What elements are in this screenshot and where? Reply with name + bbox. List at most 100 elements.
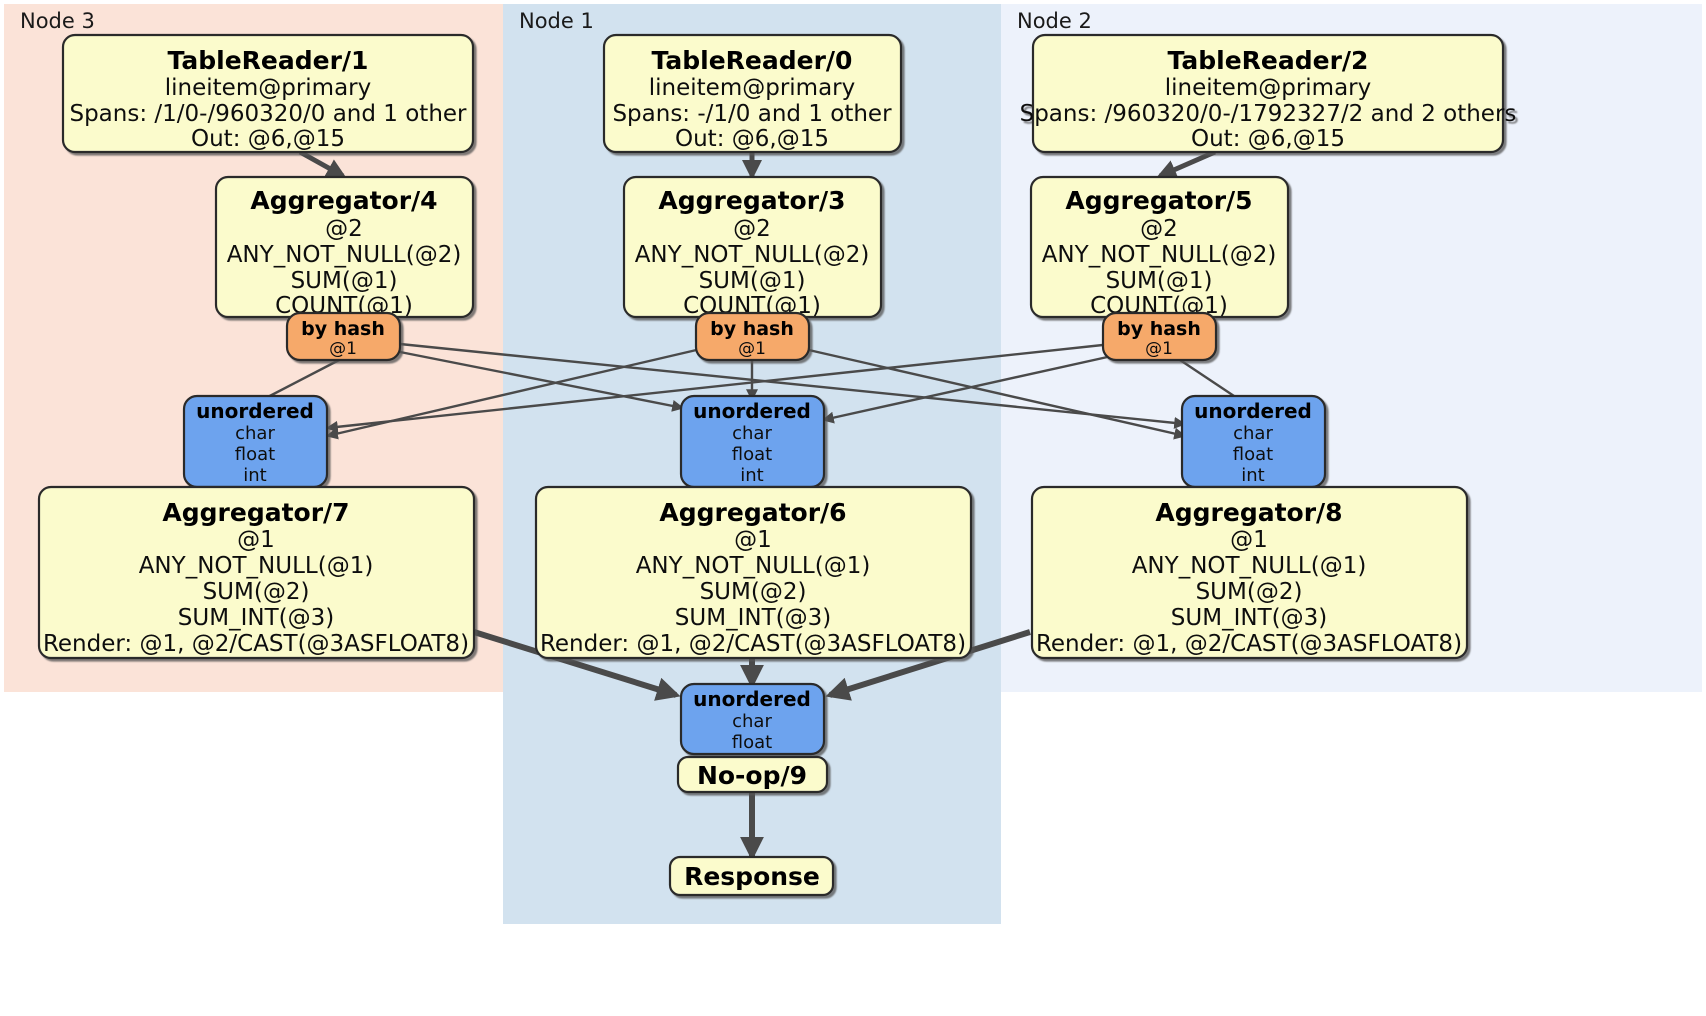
box-title: Aggregator/6 xyxy=(659,498,846,527)
sync-type: char xyxy=(732,423,772,444)
box-line: SUM(@1) xyxy=(1106,268,1213,294)
box-line: @2 xyxy=(733,216,771,242)
router-by-hash-center[interactable]: by hash @1 xyxy=(694,311,811,362)
box-line: lineitem@primary xyxy=(1165,75,1371,101)
sync-type: int xyxy=(1241,465,1264,486)
sync-unordered-center[interactable]: unordered char float int xyxy=(679,394,826,489)
router-by-hash-left[interactable]: by hash @1 xyxy=(285,311,402,362)
sync-type: int xyxy=(740,465,763,486)
box-response[interactable]: Response xyxy=(668,855,835,897)
box-line: Spans: -/1/0 and 1 other xyxy=(612,101,892,127)
box-line: Spans: /960320/0-/1792327/2 and 2 others xyxy=(1020,101,1517,127)
box-aggregator-3[interactable]: Aggregator/3 @2 ANY_NOT_NULL(@2) SUM(@1)… xyxy=(622,175,883,319)
box-line: Out: @6,@15 xyxy=(1191,126,1345,152)
edge-agg7-to-unordered-final xyxy=(473,629,681,701)
sync-title: unordered xyxy=(693,399,811,423)
box-line: SUM(@2) xyxy=(700,579,807,605)
box-line: @1 xyxy=(1230,527,1268,553)
box-title: Aggregator/3 xyxy=(658,186,845,215)
edge-hash-left-to-unordered-left xyxy=(261,356,344,402)
box-line: SUM_INT(@3) xyxy=(178,605,334,631)
sync-type: float xyxy=(732,444,772,465)
box-line: SUM_INT(@3) xyxy=(675,605,831,631)
edge-tr1-to-agg4 xyxy=(298,149,347,179)
box-aggregator-6[interactable]: Aggregator/6 @1 ANY_NOT_NULL(@1) SUM(@2)… xyxy=(534,485,973,660)
box-line: SUM_INT(@3) xyxy=(1171,605,1327,631)
box-title: Response xyxy=(684,862,820,891)
sync-unordered-final[interactable]: unordered char float xyxy=(679,682,826,756)
sync-type: char xyxy=(235,423,275,444)
box-noop-9[interactable]: No-op/9 xyxy=(676,755,829,794)
box-line: @1 xyxy=(237,527,275,553)
box-line: SUM(@2) xyxy=(203,579,310,605)
edges-shuffle xyxy=(261,342,1241,440)
sync-type: float xyxy=(1233,444,1273,465)
box-line: SUM(@1) xyxy=(699,268,806,294)
box-line: lineitem@primary xyxy=(165,75,371,101)
box-line: lineitem@primary xyxy=(649,75,855,101)
sync-title: unordered xyxy=(693,687,811,711)
box-line: Render: @1, @2/CAST(@3ASFLOAT8) xyxy=(540,631,966,657)
box-tablereader-2[interactable]: TableReader/2 lineitem@primary Spans: /9… xyxy=(1020,33,1517,154)
panel-label-node-1: Node 1 xyxy=(519,9,594,33)
edge-hash-left-to-unordered-center xyxy=(399,350,685,412)
router-detail: @1 xyxy=(329,339,357,359)
box-line: @2 xyxy=(1140,216,1178,242)
router-detail: @1 xyxy=(738,339,766,359)
box-title: No-op/9 xyxy=(697,761,807,790)
router-title: by hash xyxy=(1117,318,1201,340)
box-title: TableReader/0 xyxy=(652,46,853,75)
box-line: ANY_NOT_NULL(@1) xyxy=(1132,553,1367,579)
box-line: ANY_NOT_NULL(@1) xyxy=(636,553,871,579)
box-line: Render: @1, @2/CAST(@3ASFLOAT8) xyxy=(1036,631,1462,657)
box-line: Out: @6,@15 xyxy=(191,126,345,152)
box-line: @1 xyxy=(734,527,772,553)
edges-stage-1 xyxy=(298,149,1216,180)
box-aggregator-8[interactable]: Aggregator/8 @1 ANY_NOT_NULL(@1) SUM(@2)… xyxy=(1030,485,1469,660)
box-tablereader-1[interactable]: TableReader/1 lineitem@primary Spans: /1… xyxy=(61,33,475,154)
sync-type: char xyxy=(1233,423,1273,444)
box-aggregator-5[interactable]: Aggregator/5 @2 ANY_NOT_NULL(@2) SUM(@1)… xyxy=(1029,175,1290,319)
edge-hash-right-to-unordered-right xyxy=(1179,359,1241,401)
box-line: ANY_NOT_NULL(@1) xyxy=(139,553,374,579)
router-title: by hash xyxy=(301,318,385,340)
box-title: TableReader/2 xyxy=(1168,46,1369,75)
box-line: SUM(@1) xyxy=(291,268,398,294)
box-line: ANY_NOT_NULL(@2) xyxy=(1042,242,1277,268)
sync-title: unordered xyxy=(1194,399,1312,423)
edge-hash-right-to-unordered-center xyxy=(821,354,1113,424)
edge-hash-left-to-unordered-right xyxy=(399,342,1187,429)
box-line: Spans: /1/0-/960320/0 and 1 other xyxy=(69,101,467,127)
box-aggregator-7[interactable]: Aggregator/7 @1 ANY_NOT_NULL(@1) SUM(@2)… xyxy=(37,485,476,660)
sync-type: int xyxy=(243,465,266,486)
box-tablereader-0[interactable]: TableReader/0 lineitem@primary Spans: -/… xyxy=(602,33,903,154)
sync-unordered-right[interactable]: unordered char float int xyxy=(1180,394,1327,489)
panel-label-node-3: Node 3 xyxy=(20,9,95,33)
edge-hash-right-to-unordered-left xyxy=(325,342,1113,433)
box-line: SUM(@2) xyxy=(1196,579,1303,605)
sync-unordered-left[interactable]: unordered char float int xyxy=(182,394,329,489)
sync-type: float xyxy=(732,732,772,753)
box-line: @2 xyxy=(325,216,363,242)
box-title: Aggregator/4 xyxy=(250,186,437,215)
edge-agg8-to-unordered-final xyxy=(825,629,1031,701)
box-line: ANY_NOT_NULL(@2) xyxy=(635,242,870,268)
router-detail: @1 xyxy=(1145,339,1173,359)
sync-title: unordered xyxy=(196,399,314,423)
box-title: Aggregator/5 xyxy=(1065,186,1252,215)
sync-type: char xyxy=(732,711,772,732)
edge-tr2-to-agg5 xyxy=(1156,149,1216,179)
edges-final-merge xyxy=(473,629,1031,861)
sync-type: float xyxy=(235,444,275,465)
box-line: Render: @1, @2/CAST(@3ASFLOAT8) xyxy=(43,631,469,657)
router-by-hash-right[interactable]: by hash @1 xyxy=(1101,311,1218,362)
box-line: ANY_NOT_NULL(@2) xyxy=(227,242,462,268)
box-aggregator-4[interactable]: Aggregator/4 @2 ANY_NOT_NULL(@2) SUM(@1)… xyxy=(214,175,475,319)
box-title: Aggregator/7 xyxy=(162,498,349,527)
edge-hash-center-to-unordered-right xyxy=(799,346,1187,440)
panel-label-node-2: Node 2 xyxy=(1017,9,1092,33)
router-title: by hash xyxy=(710,318,794,340)
box-title: TableReader/1 xyxy=(168,46,369,75)
